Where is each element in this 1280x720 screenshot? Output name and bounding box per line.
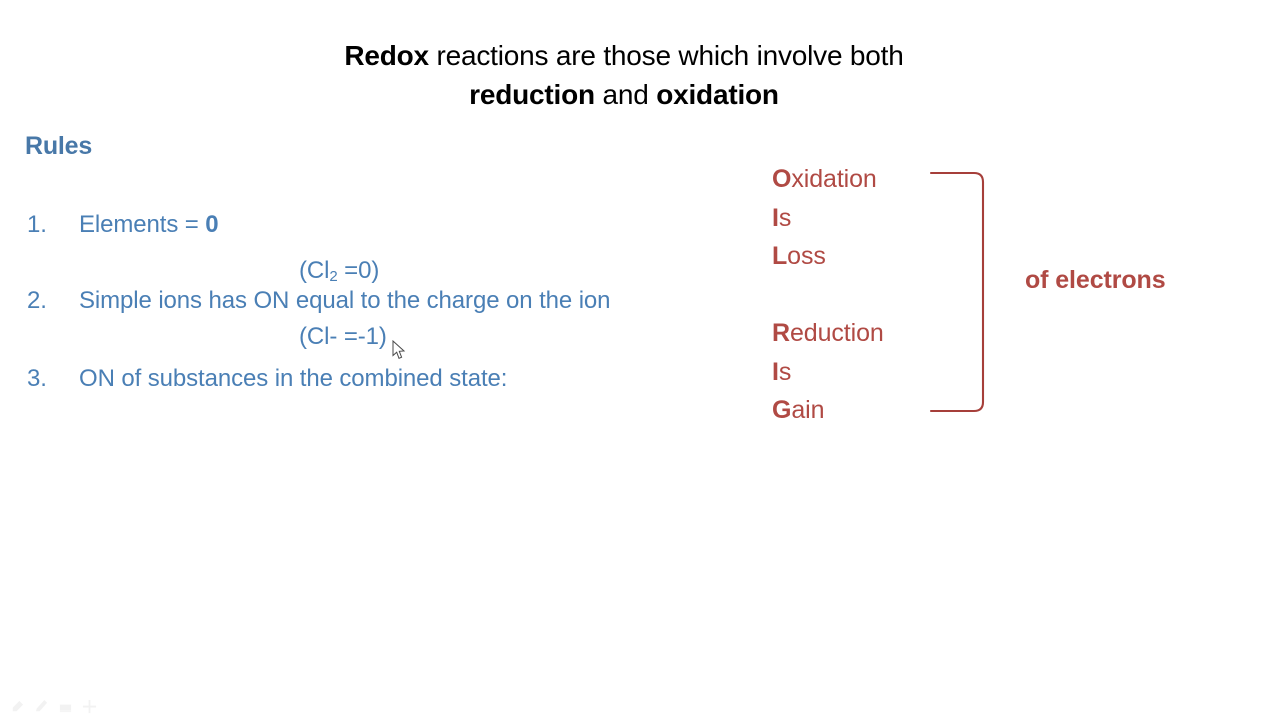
annotation-toolbar[interactable] [10, 699, 97, 714]
mnemonic-line-loss: Loss [772, 237, 884, 276]
page-title: Redox reactions are those which involve … [0, 36, 1248, 114]
mnemonic-rest-reduction: eduction [789, 319, 884, 347]
title-word-reduction: reduction [469, 79, 595, 110]
chlorine-molecule-example-suffix: =0) [337, 257, 380, 284]
mnemonic-rest-loss: oss [787, 242, 826, 270]
mnemonic-line-is-2: Is [772, 353, 884, 392]
mnemonic-cap-r: R [772, 319, 790, 347]
pen-icon[interactable] [10, 699, 25, 714]
chloride-ion-example: (Cl- =-1) [299, 323, 387, 350]
mnemonic-line-is-1: Is [772, 199, 884, 238]
mnemonic-cap-i-2: I [772, 357, 779, 386]
mnemonic-cap-l: L [772, 242, 788, 270]
title-word-redox: Redox [344, 40, 429, 71]
title-line-2: reduction and oxidation [0, 75, 1248, 114]
grouping-bracket-icon [929, 171, 985, 413]
oil-rig-mnemonic: Oxidation Is Loss Reduction Is Gain [772, 160, 884, 430]
eraser-icon[interactable] [58, 699, 73, 714]
title-line-1-rest: reactions are those which involve both [428, 40, 904, 71]
chlorine-molecule-example-prefix: (Cl [299, 257, 330, 284]
rule-1-text-bold: 0 [205, 211, 219, 238]
mnemonic-line-oxidation: Oxidation [772, 160, 884, 199]
mnemonic-rest-is-2: s [778, 357, 792, 386]
title-word-oxidation: oxidation [656, 79, 779, 110]
mnemonic-line-reduction: Reduction [772, 314, 884, 353]
title-line-2-mid: and [594, 79, 657, 110]
chlorine-molecule-example: (Cl2 =0) [299, 256, 379, 289]
rule-2-number: 2. [27, 287, 47, 314]
of-electrons-label: of electrons [1025, 266, 1166, 294]
rule-2-text: Simple ions has ON equal to the charge o… [79, 287, 611, 314]
mnemonic-cap-g: G [772, 396, 792, 424]
mnemonic-cap-i-1: I [772, 203, 779, 232]
mnemonic-rest-gain: ain [791, 396, 825, 424]
rule-3-text: ON of substances in the combined state: [79, 365, 508, 392]
pointer-icon[interactable] [82, 699, 97, 714]
highlighter-icon[interactable] [34, 699, 49, 714]
rule-1-text: Elements = 0 [79, 210, 219, 240]
mnemonic-rest-is-1: s [778, 203, 792, 232]
rule-1-number: 1. [27, 211, 47, 238]
rules-heading: Rules [25, 132, 93, 160]
mnemonic-spacer [772, 276, 884, 315]
title-line-1: Redox reactions are those which involve … [0, 36, 1248, 75]
arrow-cursor [392, 340, 406, 359]
rule-1-text-main: Elements = [79, 211, 206, 238]
mnemonic-line-gain: Gain [772, 391, 884, 430]
mnemonic-cap-o: O [772, 165, 792, 193]
chlorine-molecule-example-subscript: 2 [329, 268, 338, 285]
mnemonic-rest-oxidation: xidation [791, 165, 877, 193]
rule-3-number: 3. [27, 365, 47, 392]
